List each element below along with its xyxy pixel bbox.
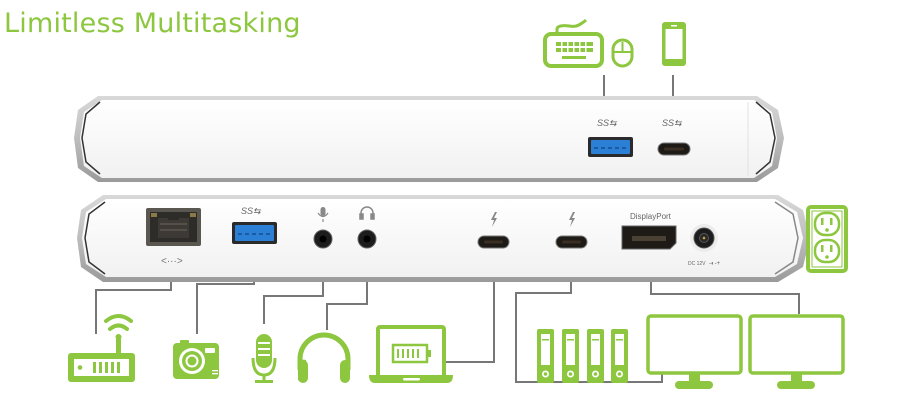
thunderbolt-port-1 bbox=[477, 212, 510, 249]
front-usb-a-port: SS⇆ bbox=[588, 118, 633, 157]
router-icon bbox=[68, 314, 135, 382]
laptop-icon bbox=[369, 325, 453, 383]
displayport-port: DisplayPort bbox=[621, 212, 677, 250]
displayport-label: DisplayPort bbox=[630, 212, 672, 221]
line-monitor-left bbox=[632, 373, 663, 383]
dock-rear-panel: <···> SS⇆ bbox=[77, 195, 810, 282]
rear-usb-a-port: SS⇆ bbox=[232, 206, 277, 244]
mic-glyph-icon bbox=[317, 207, 329, 222]
thunderbolt-icon bbox=[569, 212, 575, 227]
monitor-left bbox=[646, 314, 743, 389]
dc-label: DC 12V bbox=[688, 261, 706, 267]
superspeed-badge: SS⇆ bbox=[597, 118, 618, 128]
storage-drives-icon bbox=[537, 329, 628, 383]
smartphone-icon bbox=[662, 22, 686, 66]
battery-glyph bbox=[391, 343, 431, 364]
monitor-right bbox=[748, 314, 845, 389]
line-laptop bbox=[444, 256, 495, 363]
power-outlet-icon bbox=[806, 205, 848, 273]
ethernet-label: <···> bbox=[161, 256, 183, 267]
monitors-icon bbox=[646, 314, 845, 389]
superspeed-badge: SS⇆ bbox=[662, 118, 683, 128]
drive bbox=[611, 329, 628, 383]
headphones-icon bbox=[297, 332, 351, 383]
microphone-icon bbox=[251, 334, 277, 383]
page-title: Limitless Multitasking bbox=[4, 8, 301, 39]
dock-front-panel: SS⇆ SS⇆ bbox=[74, 96, 784, 182]
headphone-glyph-icon bbox=[359, 206, 375, 220]
front-usb-c-port: SS⇆ bbox=[657, 118, 691, 156]
drive bbox=[562, 329, 579, 383]
polarity-icon: -◐-+ bbox=[709, 261, 721, 267]
ethernet-port: <···> bbox=[146, 208, 201, 267]
dc-power-jack: DC 12V -◐-+ bbox=[688, 224, 721, 267]
mic-jack bbox=[313, 207, 333, 249]
drive bbox=[537, 329, 554, 383]
thunderbolt-icon bbox=[491, 212, 497, 227]
mouse-icon bbox=[611, 38, 634, 68]
drive bbox=[587, 329, 604, 383]
superspeed-badge: SS⇆ bbox=[241, 206, 262, 216]
thunderbolt-port-2 bbox=[555, 212, 588, 249]
camera-icon bbox=[173, 340, 219, 379]
keyboard-icon bbox=[543, 18, 604, 68]
headphone-jack bbox=[357, 206, 377, 249]
